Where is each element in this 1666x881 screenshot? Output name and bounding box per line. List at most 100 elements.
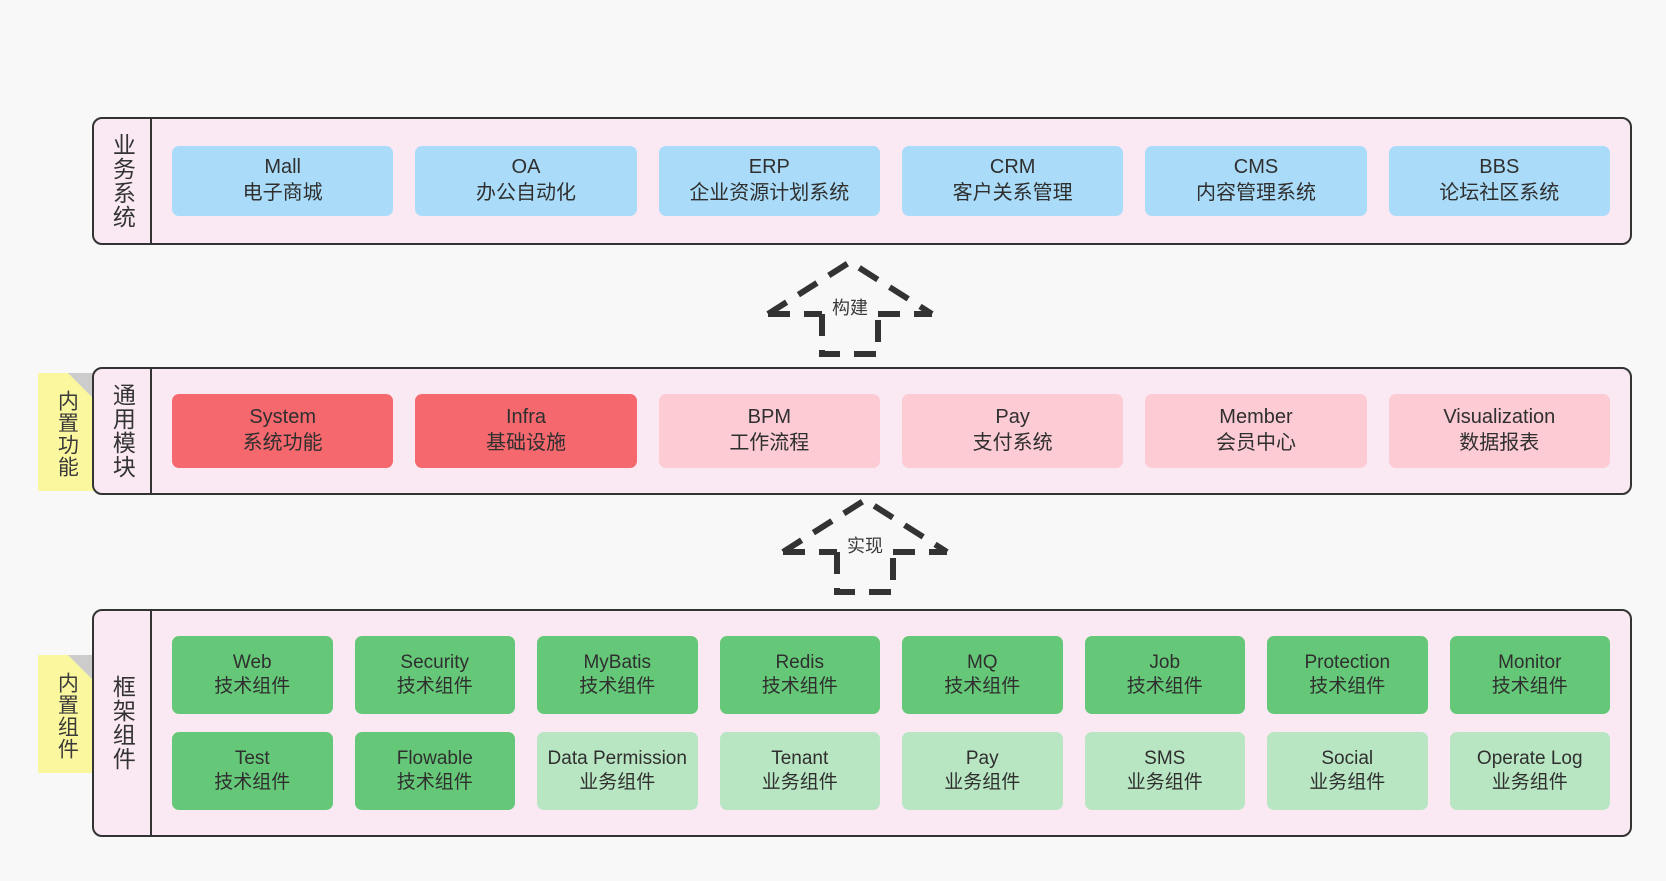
card-title-cn: 支付系统 [972, 432, 1053, 454]
module-card-redis[interactable]: Redis 技术组件 [719, 636, 880, 714]
module-card-job[interactable]: Job 技术组件 [1084, 636, 1245, 714]
card-title-cn: 办公自动化 [475, 182, 576, 204]
layer-title-business: 业务系统 [94, 119, 152, 243]
module-card-pay[interactable]: Pay 支付系统 [901, 394, 1124, 468]
sticky-note-text: 内置功能 [55, 390, 79, 478]
layer-panel-framework: 框架组件 Web 技术组件 Security 技术组件 MyBatis 技术组件… [92, 609, 1632, 837]
card-title-cn: 技术组件 [214, 676, 291, 697]
layer-panel-business: 业务系统 Mall 电子商城 OA 办公自动化 ERP 企业资源计划系统 CRM… [92, 117, 1632, 245]
module-card-erp[interactable]: ERP 企业资源计划系统 [658, 146, 880, 216]
card-title-cn: 工作流程 [729, 432, 810, 454]
module-card-system[interactable]: System 系统功能 [172, 394, 394, 468]
note-fold-corner-icon [68, 655, 94, 681]
layer-title-framework: 框架组件 [94, 611, 152, 835]
card-title-en: Flowable [396, 747, 473, 769]
layer-body-business: Mall 电子商城 OA 办公自动化 ERP 企业资源计划系统 CRM 客户关系… [152, 119, 1630, 243]
card-title-en: BBS [1479, 156, 1520, 179]
module-card-bpm[interactable]: BPM 工作流程 [658, 394, 880, 468]
card-title-en: Pay [995, 406, 1030, 429]
card-title-en: MyBatis [583, 651, 652, 673]
note-fold-corner-icon [68, 373, 94, 399]
card-title-cn: 技术组件 [761, 676, 838, 697]
module-card-data-permission[interactable]: Data Permission 业务组件 [537, 732, 698, 810]
card-title-cn: 业务组件 [944, 772, 1021, 793]
card-title-cn: 客户关系管理 [952, 182, 1073, 204]
card-title-en: Visualization [1443, 406, 1556, 429]
card-title-cn: 技术组件 [1309, 676, 1386, 697]
card-title-en: System [249, 406, 316, 429]
card-title-en: MQ [966, 651, 998, 673]
module-card-operate-log[interactable]: Operate Log 业务组件 [1449, 732, 1610, 810]
layer-panel-common: 通用模块 System 系统功能 Infra 基础设施 BPM 工作流程 Pay… [92, 367, 1632, 495]
card-title-en: SMS [1144, 747, 1186, 769]
module-card-web[interactable]: Web 技术组件 [172, 636, 333, 714]
module-card-infra[interactable]: Infra 基础设施 [415, 394, 637, 468]
module-card-flowable[interactable]: Flowable 技术组件 [354, 732, 515, 810]
module-card-mybatis[interactable]: MyBatis 技术组件 [537, 636, 698, 714]
card-title-cn: 数据报表 [1459, 432, 1540, 454]
module-card-cms[interactable]: CMS 内容管理系统 [1145, 146, 1367, 216]
card-title-en: Infra [505, 406, 546, 429]
card-title-en: OA [511, 156, 541, 179]
card-row: Mall 电子商城 OA 办公自动化 ERP 企业资源计划系统 CRM 客户关系… [172, 146, 1610, 216]
card-title-en: Redis [775, 651, 825, 673]
card-title-en: Mall [264, 156, 301, 179]
card-title-cn: 技术组件 [396, 772, 473, 793]
card-title-cn: 技术组件 [579, 676, 656, 697]
card-title-cn: 业务组件 [1309, 772, 1386, 793]
card-title-en: Social [1321, 747, 1374, 769]
card-title-en: Operate Log [1476, 747, 1583, 769]
module-card-security[interactable]: Security 技术组件 [354, 636, 515, 714]
card-title-cn: 技术组件 [214, 772, 291, 793]
module-card-crm[interactable]: CRM 客户关系管理 [901, 146, 1124, 216]
card-title-en: Protection [1304, 651, 1391, 673]
sticky-note-builtin-features: 内置功能 [38, 373, 94, 491]
module-card-mall[interactable]: Mall 电子商城 [172, 146, 394, 216]
layer-body-common: System 系统功能 Infra 基础设施 BPM 工作流程 Pay 支付系统… [152, 369, 1630, 493]
card-title-cn: 业务组件 [761, 772, 838, 793]
generalization-arrow-realize-icon: 实现 [775, 496, 955, 596]
module-card-oa[interactable]: OA 办公自动化 [415, 146, 637, 216]
card-title-en: Test [234, 747, 270, 769]
module-card-sms[interactable]: SMS 业务组件 [1084, 732, 1245, 810]
module-card-protection[interactable]: Protection 技术组件 [1267, 636, 1428, 714]
sticky-note-builtin-components: 内置组件 [38, 655, 94, 773]
card-title-en: Monitor [1498, 651, 1562, 673]
module-card-tenant[interactable]: Tenant 业务组件 [719, 732, 880, 810]
card-title-cn: 业务组件 [579, 772, 656, 793]
card-title-cn: 技术组件 [944, 676, 1021, 697]
module-card-member[interactable]: Member 会员中心 [1145, 394, 1367, 468]
layer-title-common: 通用模块 [94, 369, 152, 493]
card-title-en: Member [1219, 406, 1293, 429]
card-title-en: Data Permission [547, 747, 687, 769]
card-title-en: CMS [1233, 156, 1279, 179]
module-card-bbs[interactable]: BBS 论坛社区系统 [1388, 146, 1610, 216]
module-card-mq[interactable]: MQ 技术组件 [902, 636, 1063, 714]
card-title-en: Security [400, 651, 470, 673]
module-card-test[interactable]: Test 技术组件 [172, 732, 333, 810]
sticky-note-text: 内置组件 [55, 672, 79, 760]
card-title-en: Job [1149, 651, 1181, 673]
card-title-cn: 论坛社区系统 [1439, 182, 1560, 204]
card-title-cn: 企业资源计划系统 [689, 182, 850, 204]
card-title-en: Pay [965, 747, 999, 769]
card-title-cn: 系统功能 [242, 432, 323, 454]
layer-body-framework: Web 技术组件 Security 技术组件 MyBatis 技术组件 Redi… [152, 611, 1630, 835]
card-title-cn: 业务组件 [1491, 772, 1568, 793]
card-title-cn: 技术组件 [1491, 676, 1568, 697]
card-title-en: CRM [989, 156, 1036, 179]
card-title-cn: 基础设施 [485, 432, 566, 454]
module-card-monitor[interactable]: Monitor 技术组件 [1449, 636, 1610, 714]
card-title-cn: 技术组件 [396, 676, 473, 697]
card-title-en: BPM [747, 406, 791, 429]
module-card-visualization[interactable]: Visualization 数据报表 [1388, 394, 1610, 468]
module-card-social[interactable]: Social 业务组件 [1267, 732, 1428, 810]
card-title-cn: 技术组件 [1126, 676, 1203, 697]
card-title-cn: 电子商城 [242, 182, 323, 204]
card-row: System 系统功能 Infra 基础设施 BPM 工作流程 Pay 支付系统… [172, 394, 1610, 468]
generalization-arrow-build-icon: 构建 [760, 258, 940, 358]
card-title-cn: 会员中心 [1215, 432, 1296, 454]
module-card-pay-business[interactable]: Pay 业务组件 [902, 732, 1063, 810]
card-row: Web 技术组件 Security 技术组件 MyBatis 技术组件 Redi… [172, 636, 1610, 714]
